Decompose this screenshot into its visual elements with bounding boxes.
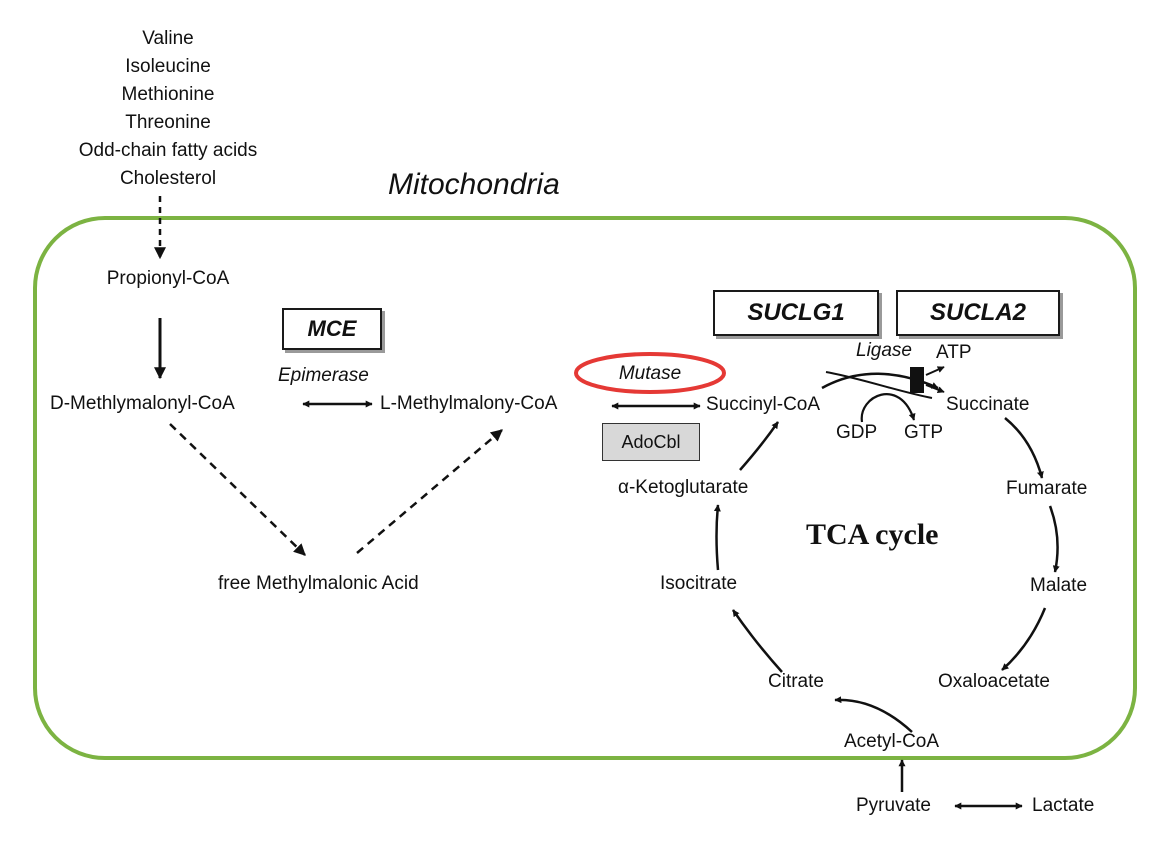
source-threonine: Threonine: [125, 112, 211, 133]
suclg1-enzyme-box: SUCLG1: [713, 290, 879, 336]
ketoglutarate-to-succinyl-arrow: [739, 421, 780, 471]
d-methylmalonyl-to-mma-arrow: [169, 423, 306, 556]
suclg1-label: SUCLG1: [747, 299, 845, 326]
gdp-label: GDP: [836, 422, 878, 443]
source-methionine: Methionine: [121, 84, 215, 105]
alpha-ketoglutarate-label: α-Ketoglutarate: [618, 477, 749, 498]
epimerase-label: Epimerase: [278, 365, 369, 386]
d-methylmalonyl-coa-label: D-Methlymalonyl-CoA: [50, 393, 235, 414]
mma-to-l-methylmalonyl-arrow: [356, 429, 503, 554]
succinate-to-fumarate-arrow: [1004, 417, 1044, 479]
source-valine: Valine: [142, 28, 194, 49]
citrate-label: Citrate: [768, 671, 824, 692]
mitochondria-label: Mitochondria: [388, 168, 560, 201]
source-odd-chain-fatty-acids: Odd-chain fatty acids: [78, 140, 258, 161]
ligase-secondary-line: [825, 371, 933, 399]
adocbl-label: AdoCbl: [621, 431, 681, 452]
propionyl-coa-label: Propionyl-CoA: [106, 268, 230, 289]
source-cholesterol: Cholesterol: [119, 168, 217, 189]
mutase-highlight-ellipse: [574, 352, 726, 394]
mce-enzyme-label: MCE: [307, 316, 357, 341]
lactate-label: Lactate: [1032, 795, 1095, 816]
tca-cycle-label: TCA cycle: [806, 518, 939, 551]
atp-arrow-upper: [925, 366, 945, 376]
malate-to-oxaloacetate-arrow: [1001, 607, 1047, 671]
mce-enzyme-box: MCE: [282, 308, 382, 350]
acetyl-coa-label: Acetyl-CoA: [844, 731, 940, 752]
atp-label: ATP: [936, 342, 972, 363]
sucla2-enzyme-box: SUCLA2: [896, 290, 1060, 336]
isocitrate-label: Isocitrate: [660, 573, 738, 594]
succinyl-coa-label: Succinyl-CoA: [706, 394, 821, 415]
atp-arrow-lower: [925, 384, 945, 393]
oxaloacetate-label: Oxaloacetate: [938, 671, 1050, 692]
isocitrate-to-ketoglutarate-arrow: [713, 504, 721, 571]
mitochondria-membrane: [33, 216, 1137, 760]
free-methylmalonic-acid-label: free Methylmalonic Acid: [218, 573, 419, 594]
mutase-label: Mutase: [618, 363, 682, 384]
citrate-to-isocitrate-arrow: [731, 609, 783, 673]
l-methylmalonyl-coa-label: L-Methylmalony-CoA: [380, 393, 558, 414]
ligase-enzyme-block: [910, 367, 924, 393]
ligase-reaction-arrow: [821, 372, 939, 390]
fumarate-label: Fumarate: [1006, 478, 1088, 499]
acetyl-coa-to-citrate-arrow: [834, 696, 913, 733]
pyruvate-label: Pyruvate: [856, 795, 931, 816]
adocbl-cofactor-box: AdoCbl: [602, 423, 700, 461]
sucla2-label: SUCLA2: [929, 299, 1026, 326]
succinate-label: Succinate: [946, 394, 1030, 415]
ligase-label: Ligase: [856, 340, 912, 361]
source-isoleucine: Isoleucine: [125, 56, 211, 77]
fumarate-to-malate-arrow: [1048, 505, 1060, 573]
gtp-label: GTP: [904, 422, 944, 443]
gdp-to-gtp-arrow: [860, 393, 916, 423]
malate-label: Malate: [1030, 575, 1088, 596]
